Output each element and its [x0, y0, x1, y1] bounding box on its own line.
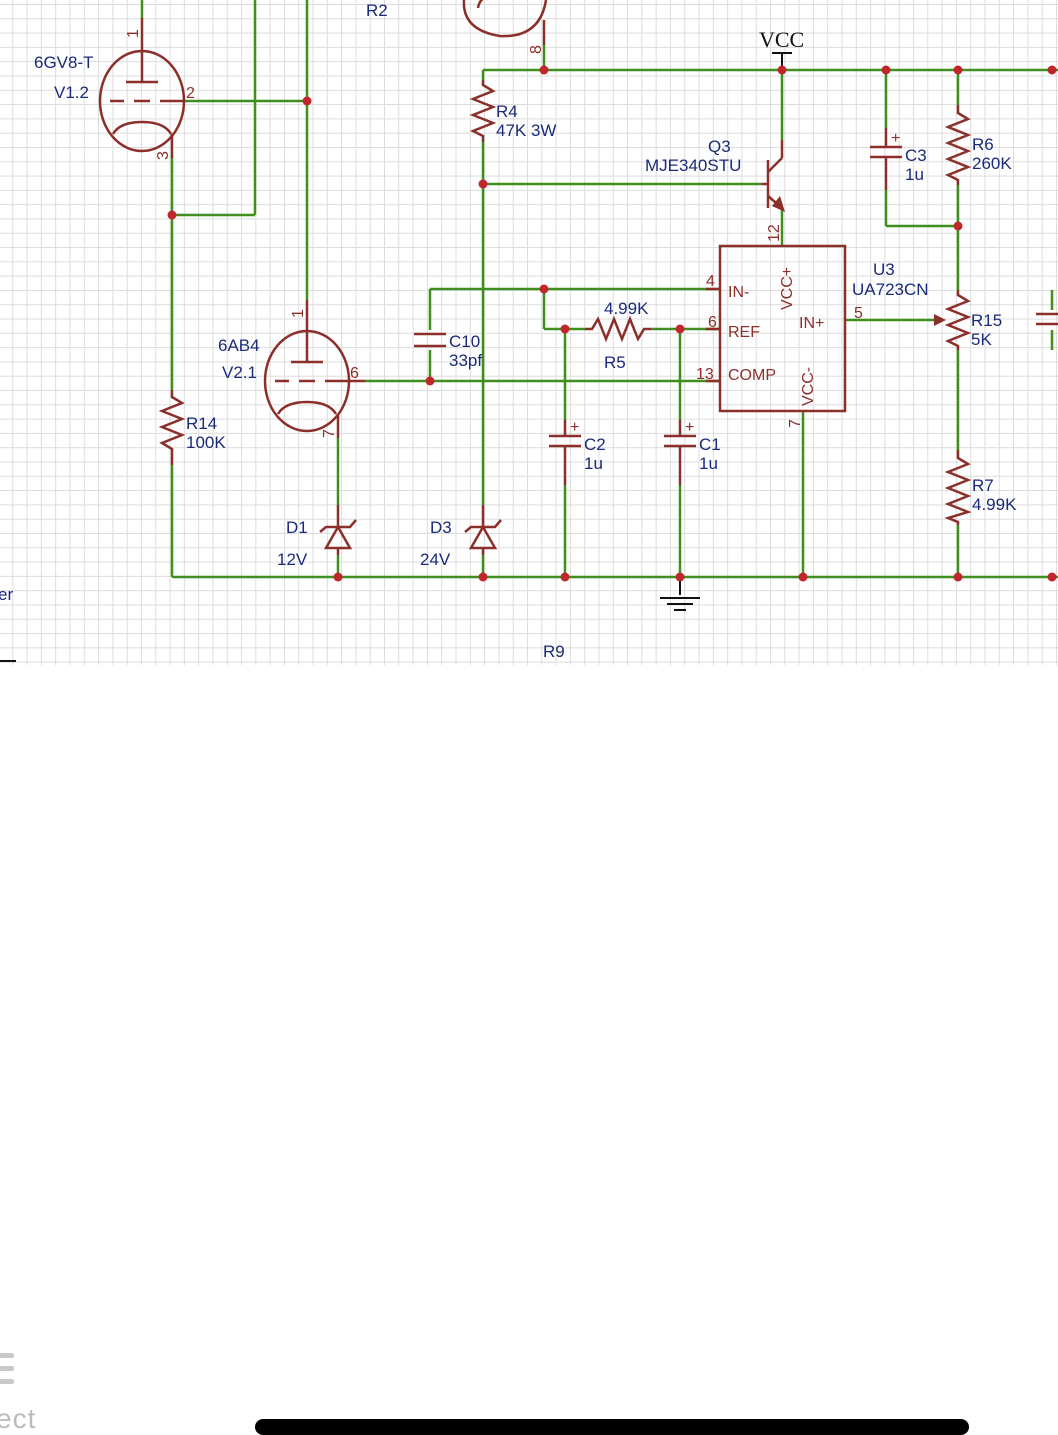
resistor-r6[interactable]: R6 260K — [944, 105, 1012, 185]
c10-value-label: 33pf — [449, 351, 482, 370]
u3-pin5-number: 5 — [854, 305, 863, 322]
v1-pin2-number: 2 — [186, 85, 195, 102]
d3-ref-label: D3 — [430, 518, 452, 537]
u3-pin6-number: 6 — [708, 314, 717, 331]
u3-pin13-number: 13 — [696, 366, 714, 383]
tube-v2-1[interactable]: 1 6 7 6AB4 V2.1 — [218, 300, 365, 438]
r4-ref-label: R4 — [496, 102, 518, 121]
c1-plus-sign: + — [685, 419, 694, 436]
r4-value-label: 47K 3W — [496, 121, 556, 140]
v1-part-label: 6GV8-T — [34, 53, 94, 72]
resistor-r5[interactable]: 4.99K R5 — [585, 299, 651, 372]
home-indicator[interactable] — [255, 1419, 969, 1435]
capacitor-c2[interactable]: + C2 1u — [549, 419, 606, 485]
resistor-r7[interactable]: R7 4.99K — [944, 450, 1017, 525]
v1-pin3-number: 3 — [155, 151, 172, 160]
r2-ref-label: R2 — [366, 1, 388, 20]
tube-v1-2[interactable]: 1 2 3 6GV8-T V1.2 — [34, 18, 195, 160]
hamburger-icon[interactable] — [0, 1353, 14, 1392]
resistor-r4[interactable]: R4 47K 3W — [469, 80, 556, 142]
v2-pin6-number: 6 — [350, 365, 359, 382]
c1-value-label: 1u — [699, 454, 718, 473]
left-edge-text: er — [0, 585, 13, 604]
c3-ref-label: C3 — [905, 146, 927, 165]
ground-symbol[interactable] — [660, 577, 700, 611]
tube-top-partial[interactable]: 8 — [462, 0, 548, 54]
q3-part-label: MJE340STU — [645, 156, 741, 175]
capacitor-partial-right — [1036, 312, 1058, 326]
d1-value-label: 12V — [277, 550, 308, 569]
u3-vcc-minus-label: VCC- — [800, 367, 817, 406]
u3-ref-label: U3 — [873, 260, 895, 279]
r6-ref-label: R6 — [972, 135, 994, 154]
d1-ref-label: D1 — [286, 518, 308, 537]
vcc-symbol[interactable]: VCC — [759, 27, 804, 70]
c10-ref-label: C10 — [449, 332, 480, 351]
r14-ref-label: R14 — [186, 414, 217, 433]
bottom-toolbar: ect — [0, 665, 1058, 1435]
junction-dots — [167, 65, 1057, 582]
u3-part-label: UA723CN — [852, 280, 929, 299]
r15-value-label: 5K — [971, 330, 992, 349]
r9-ref-label: R9 — [543, 642, 565, 661]
c1-ref-label: C1 — [699, 435, 721, 454]
c2-value-label: 1u — [584, 454, 603, 473]
select-tool-label[interactable]: ect — [0, 1403, 37, 1434]
r14-value-label: 100K — [186, 433, 226, 452]
zener-diode-d3[interactable]: D3 24V — [420, 505, 502, 569]
r5-value-label: 4.99K — [604, 299, 649, 318]
schematic-drawing[interactable]: 1 2 3 6GV8-T V1.2 1 6 7 6AB4 V2.1 8 R2 R… — [0, 0, 1058, 665]
u3-in-minus-label: IN- — [728, 284, 749, 301]
u3-pin7-number: 7 — [787, 419, 804, 428]
transistor-q3[interactable]: Q3 MJE340STU — [645, 137, 785, 212]
c2-ref-label: C2 — [584, 435, 606, 454]
u3-comp-label: COMP — [728, 367, 776, 384]
capacitor-c1[interactable]: + C1 1u — [664, 419, 721, 485]
u3-in-plus-label: IN+ — [799, 315, 824, 332]
top-tube-pin8-number: 8 — [528, 45, 545, 54]
resistor-r14[interactable]: R14 100K — [158, 390, 226, 465]
q3-ref-label: Q3 — [708, 137, 731, 156]
d3-value-label: 24V — [420, 550, 451, 569]
capacitor-c3[interactable]: + C3 1u — [870, 128, 927, 190]
vcc-label: VCC — [759, 27, 804, 52]
u3-pin12-number: 12 — [766, 224, 783, 242]
zener-diode-d1[interactable]: D1 12V — [277, 505, 357, 569]
r7-ref-label: R7 — [972, 476, 994, 495]
u3-vcc-plus-label: VCC+ — [779, 267, 796, 310]
v1-ref-label: V1.2 — [54, 83, 89, 102]
r7-value-label: 4.99K — [972, 495, 1017, 514]
r5-ref-label: R5 — [604, 353, 626, 372]
v2-pin1-number: 1 — [290, 309, 307, 318]
c3-plus-sign: + — [891, 130, 900, 147]
c2-plus-sign: + — [570, 419, 579, 436]
u3-ref-pin-label: REF — [728, 324, 760, 341]
r6-value-label: 260K — [972, 154, 1012, 173]
v1-pin1-number: 1 — [125, 29, 142, 38]
capacitor-c10[interactable]: C10 33pf — [414, 332, 482, 370]
v2-pin7-number: 7 — [321, 429, 338, 438]
potentiometer-r15[interactable]: R15 5K — [934, 290, 1002, 350]
r15-ref-label: R15 — [971, 311, 1002, 330]
u3-pin4-number: 4 — [706, 273, 715, 290]
ic-u3[interactable]: 4 6 13 12 7 5 IN- REF COMP VCC+ VCC- IN+… — [696, 224, 929, 428]
v2-part-label: 6AB4 — [218, 336, 260, 355]
v2-ref-label: V2.1 — [222, 363, 257, 382]
schematic-canvas[interactable]: 1 2 3 6GV8-T V1.2 1 6 7 6AB4 V2.1 8 R2 R… — [0, 0, 1058, 665]
c3-value-label: 1u — [905, 165, 924, 184]
